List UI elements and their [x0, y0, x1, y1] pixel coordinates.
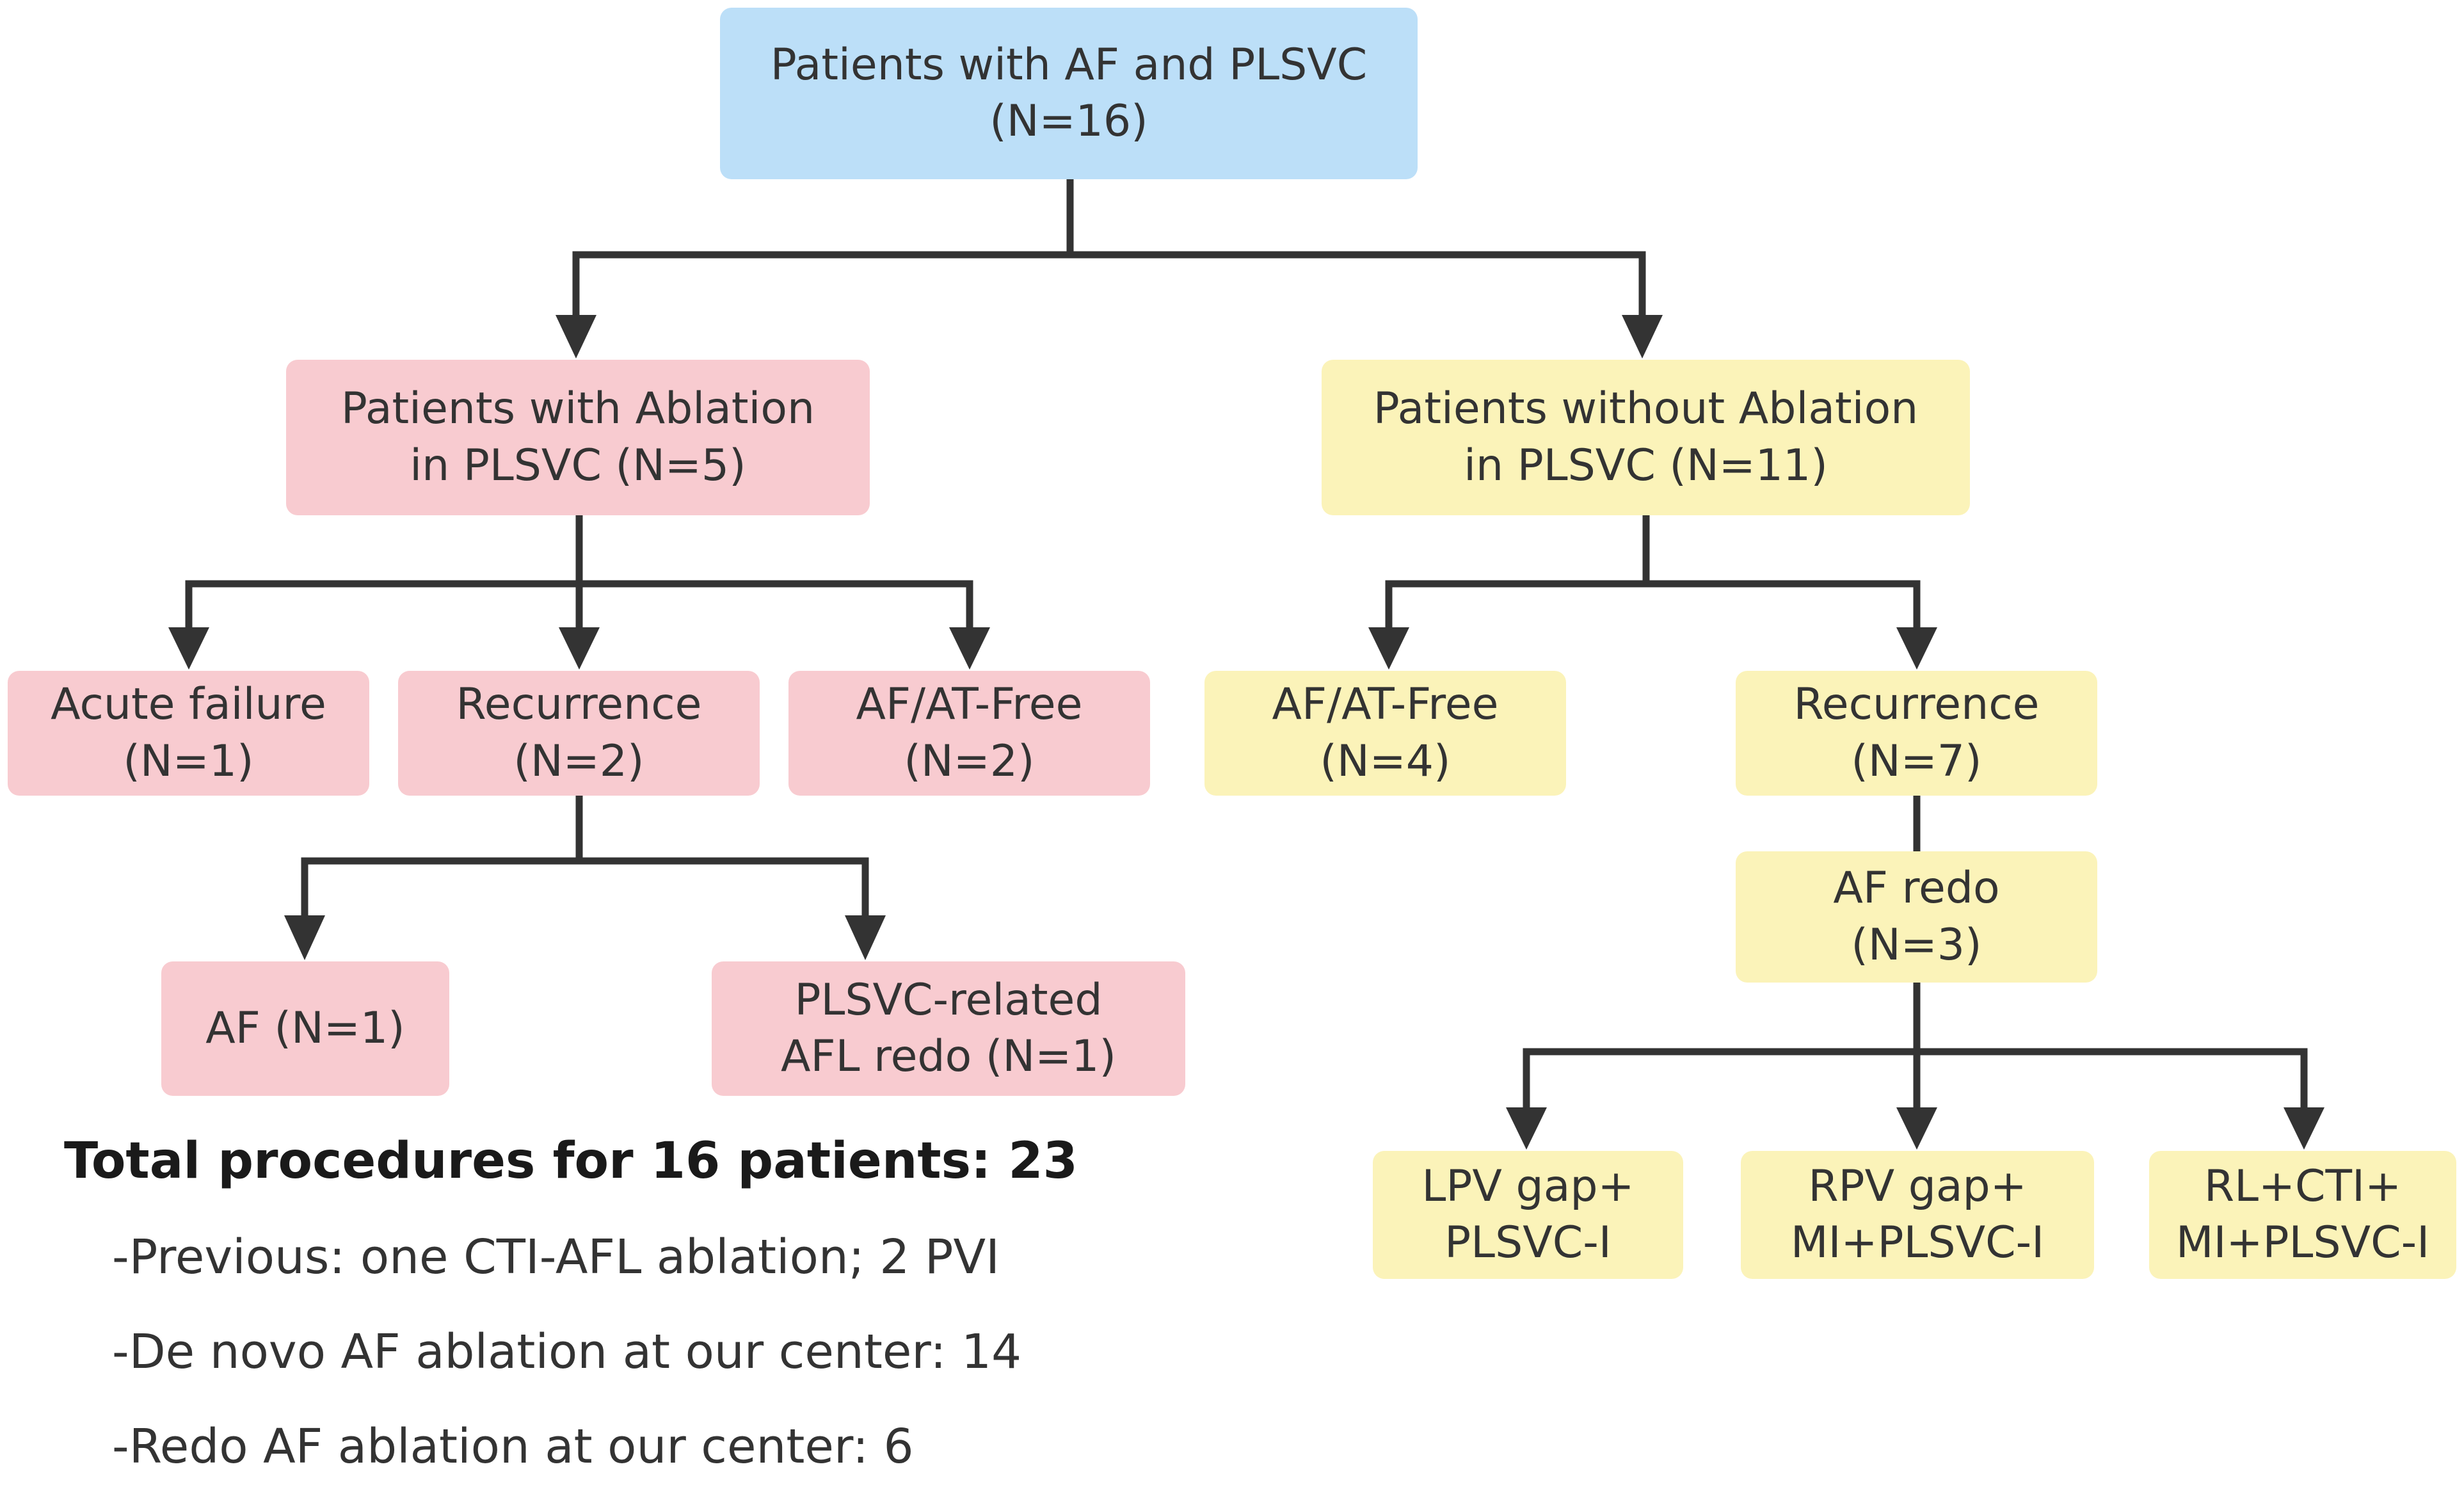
- node-label-line1: RPV gap+: [1808, 1161, 2027, 1212]
- node-label-line2: (N=16): [989, 96, 1148, 147]
- node-label-line1: Recurrence: [1793, 679, 2040, 730]
- node-af: AF (N=1): [161, 961, 449, 1096]
- node-label-line2: (N=4): [1320, 735, 1451, 787]
- summary-redo: -Redo AF ablation at our center: 6: [112, 1419, 914, 1474]
- arrowhead-af: [284, 915, 325, 960]
- node-plsvc-related-afl-redo: PLSVC-related AFL redo (N=1): [712, 961, 1185, 1096]
- node-label-line1: LPV gap+: [1421, 1161, 1635, 1212]
- node-afat-free-without-ablation: AF/AT-Free (N=4): [1204, 671, 1566, 796]
- node-label-line1: RL+CTI+: [2204, 1161, 2402, 1212]
- node-afat-free-with-ablation: AF/AT-Free (N=2): [788, 671, 1150, 796]
- arrowhead-without-ablation: [1622, 315, 1663, 358]
- node-lpv-gap-plsvc-i: LPV gap+ PLSVC-I: [1373, 1151, 1683, 1279]
- node-acute-failure: Acute failure (N=1): [8, 671, 369, 796]
- summary-title: Total procedures for 16 patients: 23: [64, 1132, 1078, 1190]
- arrowhead-rpv-gap: [1896, 1107, 1937, 1150]
- node-label-line2: MI+PLSVC-I: [2175, 1217, 2430, 1268]
- node-label-line2: in PLSVC (N=5): [410, 440, 746, 491]
- node-label-line2: (N=2): [513, 735, 644, 787]
- node-label-line2: in PLSVC (N=11): [1464, 440, 1828, 491]
- arrowhead-with-ablation: [556, 315, 596, 358]
- arrowhead-acute-failure: [168, 627, 209, 670]
- summary-previous: -Previous: one CTI-AFL ablation; 2 PVI: [112, 1230, 1000, 1285]
- node-label-line2: AFL redo (N=1): [781, 1031, 1116, 1082]
- node-label-line2: (N=2): [904, 735, 1035, 787]
- node-rl-cti-mi-plsvc-i: RL+CTI+ MI+PLSVC-I: [2149, 1151, 2456, 1279]
- node-label-line2: PLSVC-I: [1444, 1217, 1612, 1268]
- node-label-line1: PLSVC-related: [794, 974, 1103, 1025]
- node-label-line1: AF redo: [1833, 863, 2000, 914]
- summary-de-novo: -De novo AF ablation at our center: 14: [112, 1324, 1022, 1379]
- procedures-summary: Total procedures for 16 patients: 23 -Pr…: [64, 1136, 1078, 1470]
- node-label-line1: AF/AT-Free: [856, 679, 1083, 730]
- node-label-line1: Recurrence: [456, 679, 702, 730]
- node-label-line2: MI+PLSVC-I: [1790, 1217, 2045, 1268]
- arrowhead-afat-free-without: [1368, 627, 1409, 670]
- node-recurrence-with-ablation: Recurrence (N=2): [398, 671, 760, 796]
- arrowhead-recurrence-with: [559, 627, 600, 670]
- arrowhead-plsvc-related: [845, 915, 886, 960]
- node-patients-without-ablation: Patients without Ablation in PLSVC (N=11…: [1322, 360, 1970, 515]
- node-label-line1: Patients with Ablation: [340, 383, 815, 435]
- node-rpv-gap-mi-plsvc-i: RPV gap+ MI+PLSVC-I: [1741, 1151, 2094, 1279]
- node-recurrence-without-ablation: Recurrence (N=7): [1736, 671, 2097, 796]
- arrowhead-lpv-gap: [1506, 1107, 1547, 1150]
- node-label-line1: AF/AT-Free: [1272, 679, 1499, 730]
- node-patients-with-ablation: Patients with Ablation in PLSVC (N=5): [286, 360, 870, 515]
- node-af-redo: AF redo (N=3): [1736, 851, 2097, 983]
- node-label-line2: (N=3): [1851, 919, 1982, 970]
- node-label-line2: (N=7): [1851, 735, 1982, 787]
- node-label-line1: Patients with AF and PLSVC: [770, 39, 1368, 90]
- node-label-line1: AF (N=1): [205, 1002, 405, 1054]
- arrowhead-rl-cti: [2284, 1107, 2324, 1150]
- arrowhead-recurrence-without: [1896, 627, 1937, 670]
- node-label-line1: Patients without Ablation: [1373, 383, 1919, 435]
- node-label-line1: Acute failure: [51, 679, 326, 730]
- arrowhead-afat-free-with: [949, 627, 990, 670]
- node-patients-af-plsvc: Patients with AF and PLSVC (N=16): [720, 8, 1418, 179]
- node-label-line2: (N=1): [123, 735, 254, 787]
